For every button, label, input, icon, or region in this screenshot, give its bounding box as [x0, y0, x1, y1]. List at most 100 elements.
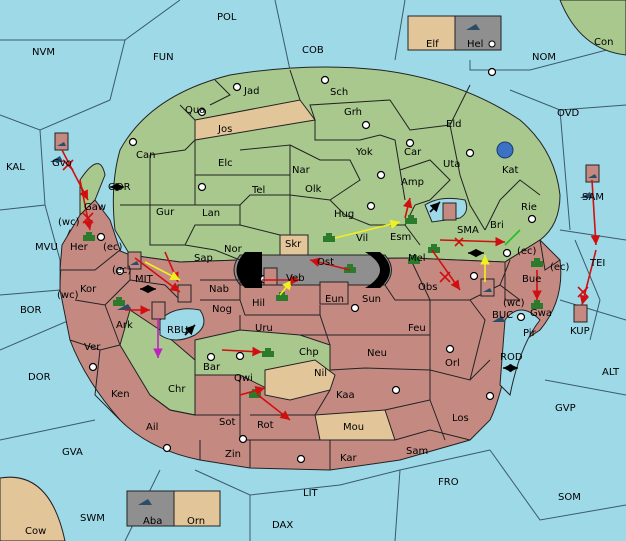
label-qwi: Qwi	[234, 373, 253, 384]
label-som: SOM	[558, 492, 581, 503]
label-ail: Ail	[146, 422, 158, 433]
label-skr: Skr	[285, 239, 302, 250]
label-kaa: Kaa	[336, 390, 355, 401]
label-gor: GOR	[108, 182, 131, 193]
label-gvp: GVP	[555, 403, 576, 414]
label-ec4: (ec)	[517, 246, 537, 257]
fleet-icon	[151, 301, 166, 320]
label-rie: Rie	[521, 202, 537, 213]
label-wc2: (wc)	[57, 290, 79, 301]
label-nab: Nab	[209, 284, 229, 295]
label-aba: Aba	[143, 516, 162, 527]
ost-east-cap	[365, 252, 390, 288]
sea-buc[interactable]	[499, 309, 541, 397]
label-rot: Rot	[257, 420, 274, 431]
label-ost: Ost	[317, 257, 334, 268]
label-her: Her	[70, 242, 89, 253]
fleet-icon	[127, 251, 142, 270]
label-gur: Gur	[156, 207, 175, 218]
label-mel: Mel	[408, 253, 426, 264]
label-kar: Kar	[340, 453, 358, 464]
label-tel: Tel	[251, 185, 265, 196]
label-los: Los	[452, 413, 469, 424]
fleet-icon	[585, 164, 600, 183]
label-eun: Eun	[325, 294, 344, 305]
label-obs: Obs	[418, 282, 437, 293]
label-olk: Olk	[305, 184, 322, 195]
fleet-icon	[466, 24, 480, 30]
label-cob: COB	[302, 45, 324, 56]
label-bor: BOR	[20, 305, 42, 316]
label-hil: Hil	[252, 298, 265, 309]
label-orl: Orl	[445, 358, 460, 369]
province-eun[interactable]	[319, 281, 349, 305]
label-amp: Amp	[401, 177, 424, 188]
fleet-icon	[580, 192, 593, 198]
label-pol: POL	[217, 12, 237, 23]
label-esm: Esm	[390, 232, 411, 243]
label-neu: Neu	[367, 348, 387, 359]
label-gvo: Gvo	[52, 158, 72, 169]
supply-centers	[88, 67, 537, 464]
map-labels: POL NVM FUN COB NOM Con Elf Hel OVD KAL …	[6, 12, 620, 537]
label-sun: Sun	[362, 294, 381, 305]
label-rbu: RBU	[167, 325, 188, 336]
label-chp: Chp	[299, 347, 319, 358]
fleet-icon	[492, 316, 505, 322]
label-sch: Sch	[330, 87, 348, 98]
fleet-icon	[117, 304, 132, 310]
label-ec2: (ec)	[112, 265, 132, 276]
army-icon	[428, 244, 440, 253]
label-sma: SMA	[457, 225, 479, 236]
label-jad: Jad	[243, 86, 259, 97]
label-rod: ROD	[500, 352, 523, 363]
army-icon	[405, 215, 417, 224]
label-sot: Sot	[219, 417, 235, 428]
label-bri: Bri	[490, 220, 504, 231]
label-fun: FUN	[153, 52, 174, 63]
label-feu: Feu	[408, 323, 426, 334]
label-mou: Mou	[343, 422, 364, 433]
label-nil: Nil	[314, 368, 327, 379]
label-zin: Zin	[225, 449, 241, 460]
fleet-icon	[442, 202, 457, 221]
label-elc: Elc	[218, 158, 233, 169]
label-mit: MIT	[135, 274, 154, 285]
cut-markers	[62, 159, 589, 298]
label-can: Can	[136, 150, 155, 161]
label-lan: Lan	[202, 208, 220, 219]
fleet-icon	[54, 132, 69, 151]
label-grh: Grh	[344, 107, 362, 118]
fleet-icon	[177, 284, 192, 303]
fleet-icon	[480, 278, 495, 297]
label-kal: KAL	[6, 162, 25, 173]
fleet-icon	[138, 499, 152, 505]
label-wc3: (wc)	[503, 298, 525, 309]
label-buc: BUC	[492, 310, 513, 321]
label-nog: Nog	[212, 304, 232, 315]
label-chr: Chr	[168, 384, 186, 395]
province-gaw[interactable]	[79, 163, 106, 217]
label-gwa: Gwa	[530, 308, 552, 319]
label-pir: Pir	[523, 328, 537, 339]
label-uta: Uta	[443, 159, 460, 170]
label-hug: Hug	[334, 209, 354, 220]
label-wc1: (wc)	[58, 217, 80, 228]
kat-marker-icon[interactable]	[496, 141, 514, 159]
army-icon	[83, 232, 95, 241]
label-kat: Kat	[502, 165, 519, 176]
label-vil: Vil	[356, 233, 368, 244]
home-box-elf-hel[interactable]	[407, 15, 502, 51]
ost-west-cap	[236, 252, 262, 288]
label-lit: LIT	[303, 488, 319, 499]
label-swm: SWM	[80, 513, 105, 524]
label-gaw: Gaw	[84, 202, 106, 213]
label-ken: Ken	[111, 389, 130, 400]
home-box-aba-orn[interactable]	[126, 490, 221, 527]
label-cow: Cow	[25, 526, 46, 537]
label-ec1: (ec)	[103, 242, 123, 253]
label-car: Car	[404, 147, 422, 158]
label-gva: GVA	[62, 447, 83, 458]
army-icon	[323, 233, 335, 242]
